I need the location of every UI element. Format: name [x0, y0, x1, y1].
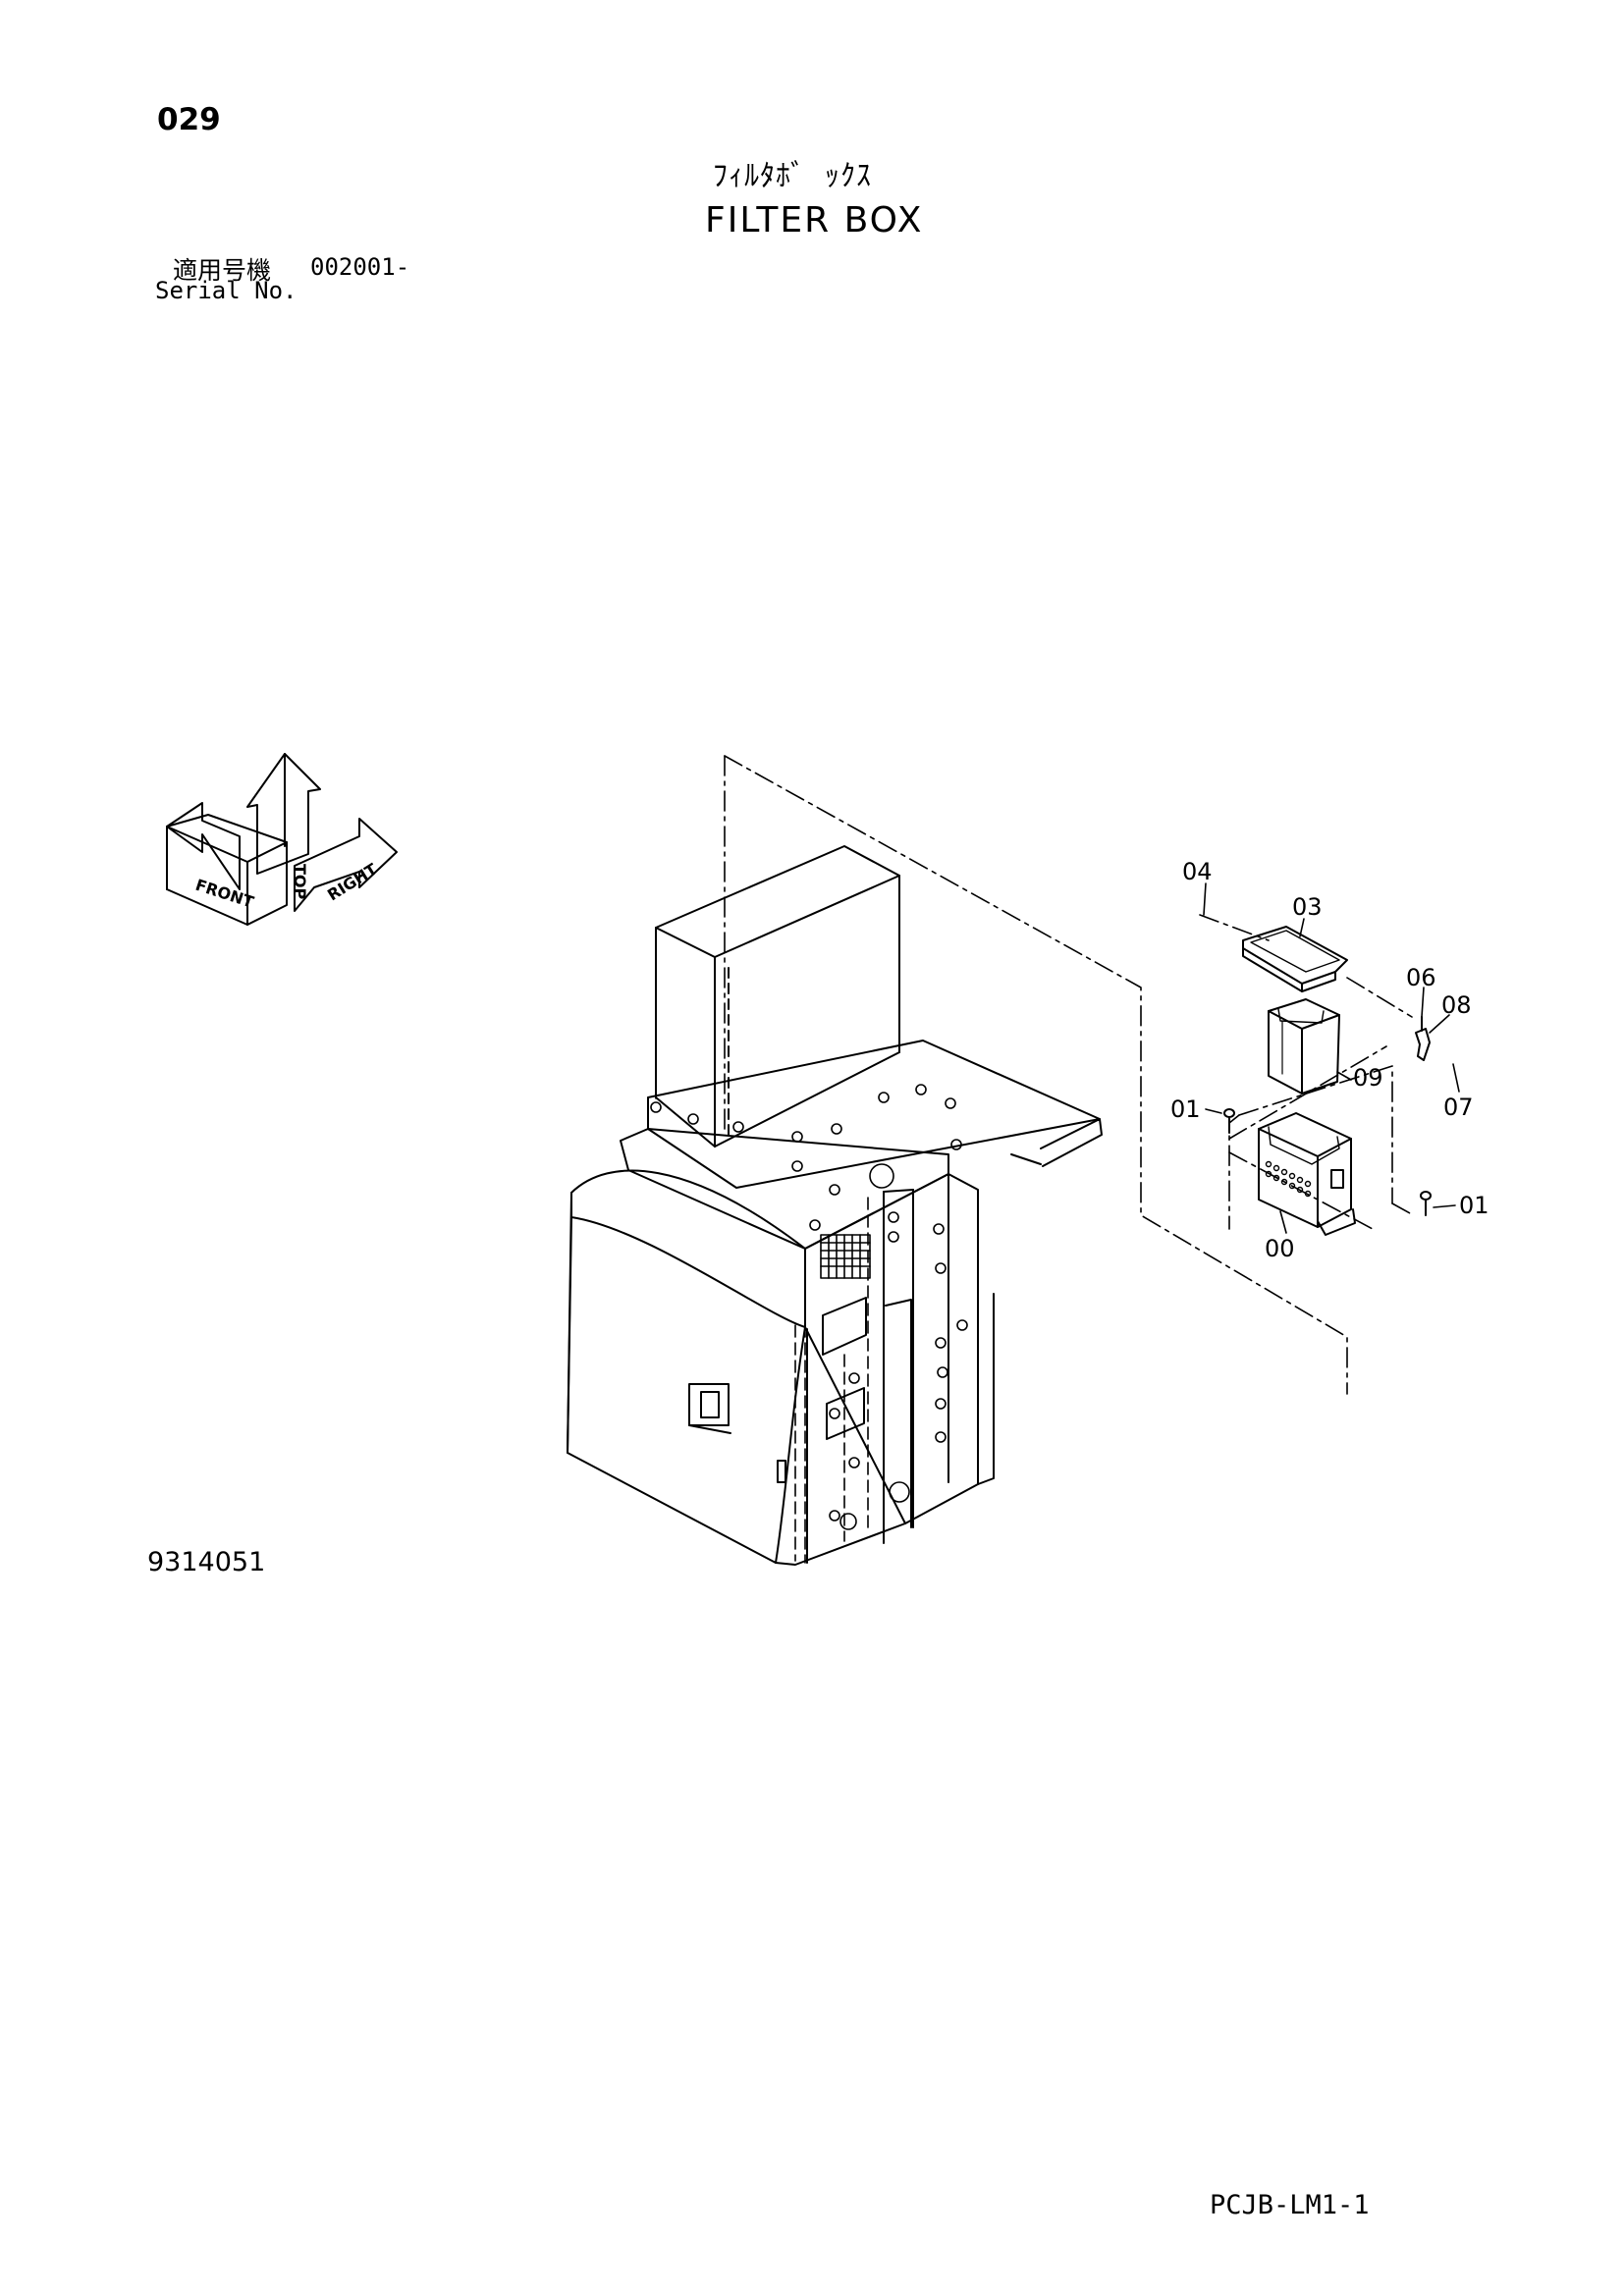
- callout-09: 09: [1353, 1064, 1383, 1092]
- callout-01-right: 01: [1459, 1192, 1489, 1219]
- serial-label-japanese: 適用号機: [173, 256, 272, 285]
- assembly-leader-lines: [724, 755, 1413, 1395]
- callout-04: 04: [1182, 858, 1213, 885]
- title-english: FILTER BOX: [705, 200, 924, 240]
- door-handle-icon: [688, 1383, 731, 1434]
- drawing-number: 9314051: [147, 1547, 266, 1577]
- filter-box-housing: [1258, 1112, 1356, 1236]
- clip-fastener: [1415, 1016, 1431, 1061]
- callout-01-left: 01: [1170, 1095, 1201, 1123]
- filter-box-parts: [1223, 926, 1432, 1236]
- filter-box-lid: [1242, 926, 1348, 992]
- serial-number-value: 002001-: [310, 253, 410, 281]
- callout-07: 07: [1443, 1094, 1474, 1121]
- page-number: 029: [157, 102, 221, 137]
- callout-00: 00: [1265, 1235, 1295, 1262]
- part-callouts: 04 03 06 08 09 07 01 01 00: [1170, 858, 1489, 1262]
- callout-06: 06: [1406, 964, 1436, 991]
- serial-label-english: Serial No.: [155, 277, 298, 304]
- document-code: PCJB-LM1-1: [1210, 2190, 1370, 2220]
- bolt-right: [1420, 1191, 1432, 1216]
- callout-03: 03: [1292, 893, 1323, 921]
- filter-element: [1268, 998, 1340, 1095]
- cab-assembly: [567, 845, 1103, 1566]
- title-japanese: ﾌｨﾙﾀﾎﾞ ｯｸｽ: [713, 159, 873, 193]
- orientation-top-label: TOP: [291, 864, 309, 900]
- orientation-indicator: TOP FRONT RIGHT: [166, 753, 398, 926]
- bolt-left: [1223, 1108, 1235, 1134]
- callout-08: 08: [1441, 991, 1472, 1019]
